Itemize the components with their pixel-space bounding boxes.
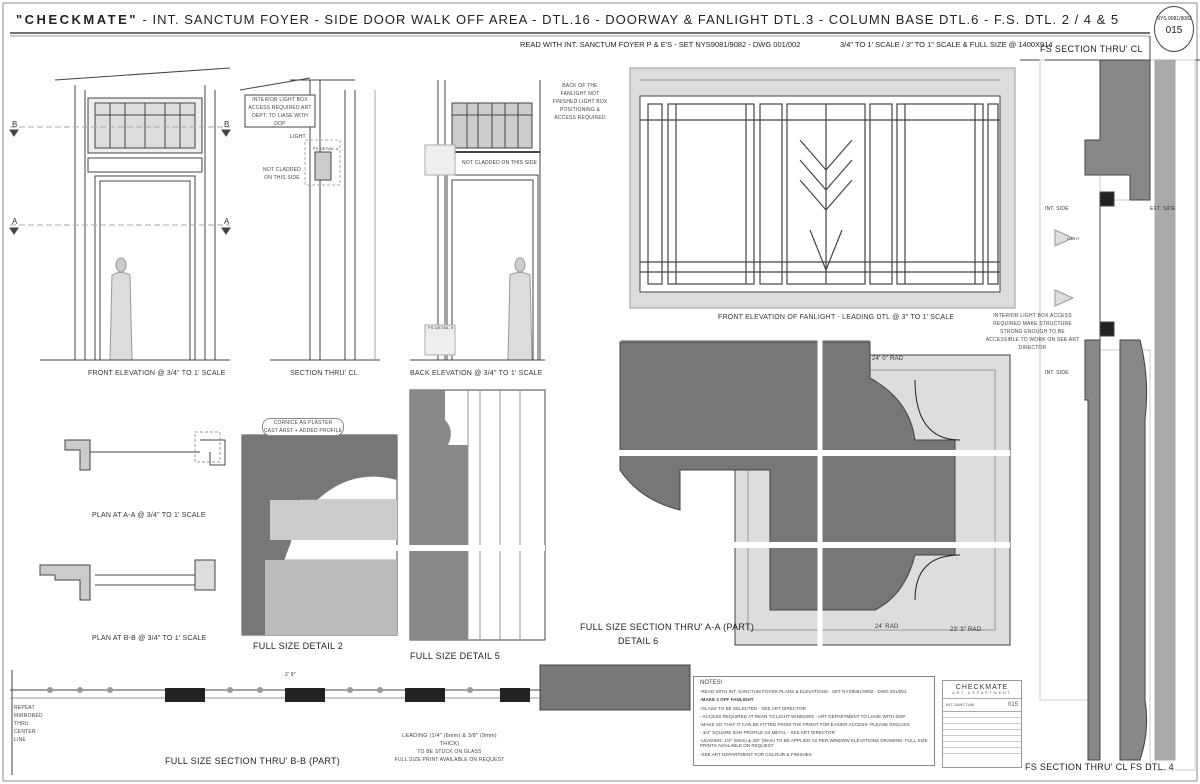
caption-fanlight: FRONT ELEVATION OF FANLIGHT - LEADING DT… (718, 314, 955, 321)
int-side-label-2: INT. SIDE (1045, 370, 1069, 376)
note-item: -READ WITH INT. SANCTUM FOYER PLANS & EL… (700, 689, 907, 695)
leading-line-3: FULL SIZE PRINT AVAILABLE ON REQUEST (394, 757, 505, 763)
caption-section-aa: FULL SIZE SECTION THRU' A-A (PART) (580, 622, 755, 632)
caption-detail-6: DETAIL 6 (618, 636, 659, 646)
ext-side-label: EXT. SIDE (1150, 206, 1176, 212)
rad-24-0: 24' 0" RAD (872, 356, 904, 362)
leading-line-2: TO BE STUCK ON GLASS (417, 749, 482, 755)
interior-light-box-note: INTERIOR LIGHT BOX ACCESS REQUIRED ART D… (248, 97, 312, 127)
cornice-note: CORNICE AS PLASTER CAST ARST + ADDED PRO… (262, 418, 344, 436)
title-block-set: INT. SANCTUM (946, 702, 974, 707)
note-item: - ACCESS REQUIRED AT REAR TO LIGHT WINDO… (700, 713, 906, 719)
title-block: CHECKMATE ART DEPARTMENT INT. SANCTUM 01… (942, 680, 1022, 768)
note-item: -SEE ART DEPARTMENT FOR COLOUR & FINISHE… (700, 751, 812, 757)
detail-5-drawing (395, 389, 546, 641)
section-marker-a-right: A (224, 217, 230, 226)
sheet-title: "CHECKMATE" - INT. SANCTUM FOYER - SIDE … (16, 12, 1119, 27)
back-fanlight-note: BACK OF THE FANLIGHT NOT FINISHED LIGHT … (552, 83, 608, 121)
fs-detail-5-tag: FS DETAIL 5 (428, 325, 454, 330)
not-cladded-note-2: NOT CLADDED ON THIS SIDE (462, 160, 538, 166)
light-label-2: LIGHT (290, 134, 306, 140)
caption-detail-2: FULL SIZE DETAIL 2 (253, 641, 344, 651)
caption-back-elevation: BACK ELEVATION @ 3/4" TO 1' SCALE (410, 370, 543, 377)
department-label: ART DEPARTMENT (952, 691, 1012, 695)
rad-24: 24' RAD (875, 624, 899, 630)
note-item: -LEADING: 1/4" (6mm) & 3/8" (9mm) TO BE … (700, 738, 928, 749)
notes-box: NOTES! -READ WITH INT. SANCTUM FOYER PLA… (693, 676, 935, 766)
caption-front-elevation: FRONT ELEVATION @ 3/4" TO 1' SCALE (88, 370, 226, 377)
section-marker-a-left: A (12, 217, 18, 226)
section-aa-drawing (550, 340, 1011, 660)
caption-fs-section-cl: FS SECTION THRU' CL (1040, 44, 1143, 54)
note-item: -MAKE 2 OFF FANLIGHT (700, 697, 754, 703)
plan-drawings (39, 431, 226, 601)
cast-text: CAST ARST + ADDED PROFILE (263, 428, 343, 434)
read-with-note: READ WITH INT. SANCTUM FOYER P & E'S - S… (520, 40, 801, 49)
sheet-number-badge: NYS 9081/9082 015 (1154, 6, 1194, 52)
cornice-text: CORNICE AS PLASTER (273, 420, 333, 426)
section-bb-drawing (10, 664, 691, 775)
caption-detail-5: FULL SIZE DETAIL 5 (410, 651, 501, 661)
caption-fs-dtl4: FS SECTION THRU' CL FS DTL. 4 (1025, 762, 1174, 772)
scale-note: 3/4" TO 1' SCALE / 3" TO 1" SCALE & FULL… (840, 40, 1053, 49)
title-rest: - INT. SANCTUM FOYER - SIDE DOOR WALK OF… (137, 12, 1120, 27)
sheet-number: 015 (1165, 25, 1183, 36)
repeat-mirrored-note: REPEAT MIRRORED THRU CENTER LINE (14, 705, 43, 743)
caption-plan-bb: PLAN AT B-B @ 3/4" TO 1' SCALE (92, 635, 207, 642)
note-item: - 3/4" SQUARE BAR PROFILE AS METAL - SEE… (700, 730, 835, 736)
light-box-access-note: INTERIOR LIGHT BOX ACCESS REQUIRED MAKE … (985, 313, 1080, 351)
fs-section-cl-drawing (1039, 59, 1196, 771)
caption-section-bb: FULL SIZE SECTION THRU' B-B (PART) (165, 756, 341, 766)
back-elevation-drawing (410, 80, 545, 361)
section-marker-b-right: B (224, 120, 230, 129)
light-label: LIGHT (1067, 236, 1080, 241)
caption-plan-aa: PLAN AT A-A @ 3/4" TO 1' SCALE (92, 512, 206, 519)
front-elevation-drawing (9, 67, 231, 361)
title-block-sheet: 015 (1007, 702, 1018, 708)
company-logo: CHECKMATE (955, 684, 1009, 691)
section-cl-drawing (239, 77, 380, 361)
fanlight-drawing (629, 67, 1016, 309)
notes-heading: NOTES! (700, 680, 723, 686)
note-item: -GLASS TO BE SELECTED - SEE ART DIRECTOR (700, 705, 806, 711)
note-item: -MAKE SO THAT IT CAN BE FITTED FROM THE … (700, 721, 910, 727)
sheet-set: NYS 9081/9082 (1156, 16, 1192, 22)
flattage-note: FLATTAGE NOT CLADDED ON THIS SIDE (1103, 547, 1110, 690)
int-side-label: INT. SIDE (1045, 206, 1069, 212)
rad-23-3: 23' 3" RAD (950, 627, 982, 633)
section-marker-b-left: B (12, 120, 18, 129)
title-brand: "CHECKMATE" (16, 12, 138, 27)
dim-2-9: 2' 9" (285, 672, 296, 678)
caption-section-cl: SECTION THRU' CL (290, 370, 358, 377)
leading-note: LEADING (1/4" (6mm) & 3/8" (9mm) THICK) … (392, 732, 507, 764)
not-cladded-note: NOT CLADDED ON THIS SIDE (263, 167, 301, 181)
leading-title: LEADING (1/4" (6mm) & 3/8" (9mm) THICK) (402, 733, 497, 747)
detail-2-drawing (241, 434, 398, 636)
revision-table (943, 711, 1021, 756)
fs-detail-4-tag: FS DETAIL 4 (313, 146, 339, 151)
